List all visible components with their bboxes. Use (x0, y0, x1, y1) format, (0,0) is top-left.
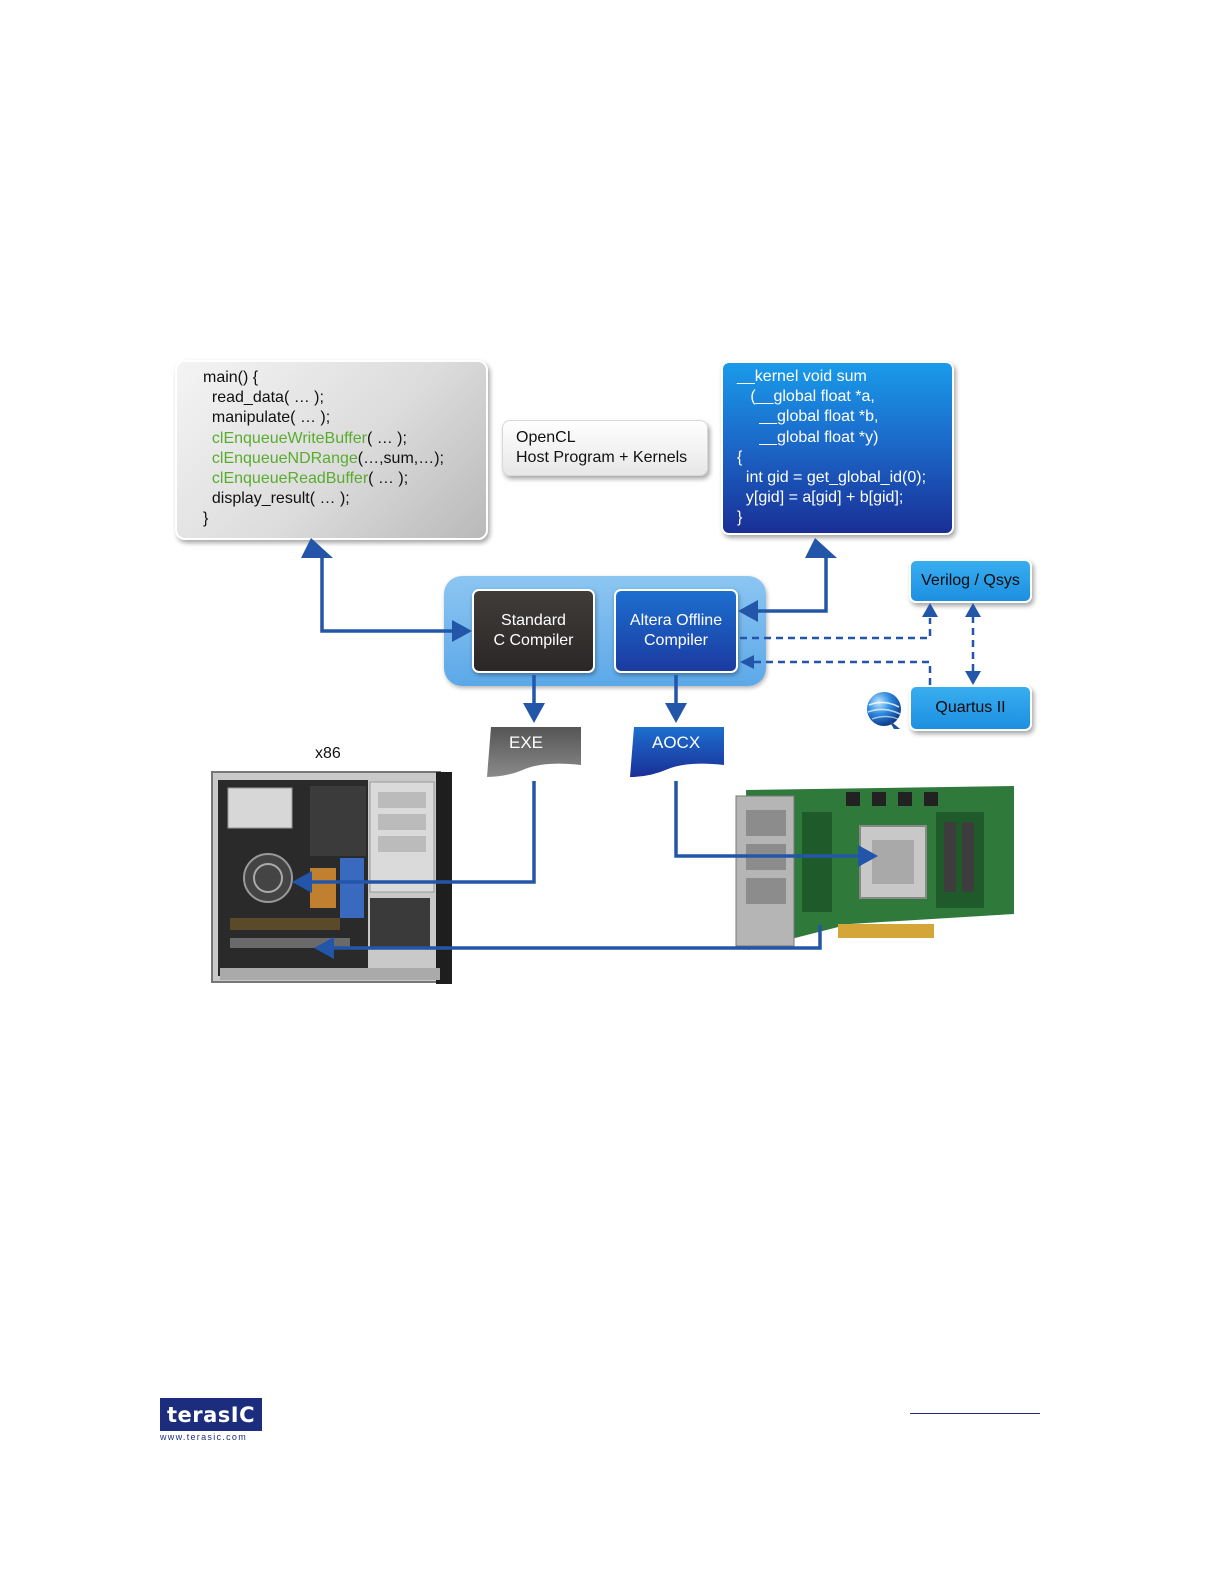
footer-rule (910, 1413, 1040, 1414)
terasic-logo-url: www.terasic.com (160, 1432, 247, 1442)
terasic-logo: terasIC (160, 1398, 262, 1431)
